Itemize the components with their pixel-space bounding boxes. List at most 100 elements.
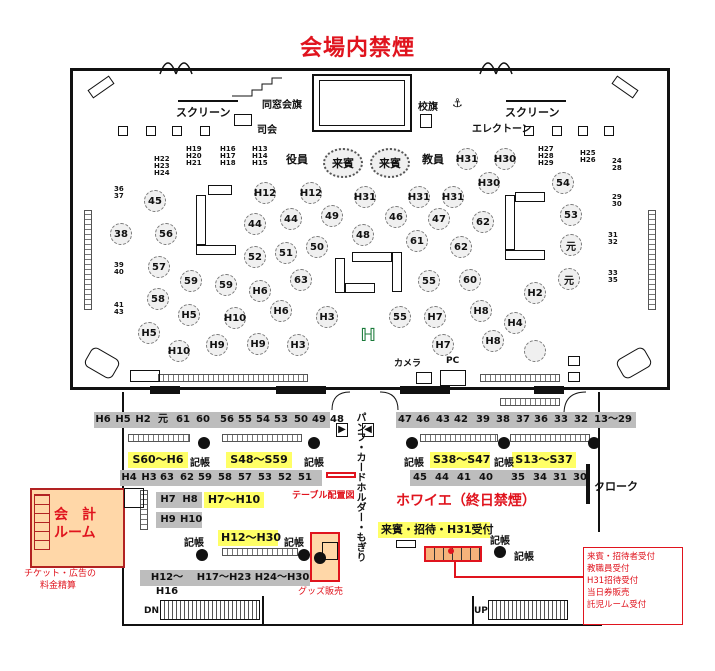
row2-number-bar-left: [120, 470, 322, 486]
kicho-marker: [198, 437, 210, 449]
kicho-label: 記帳: [284, 538, 304, 549]
page-title: 会場内禁煙: [299, 36, 415, 61]
reception-table: [510, 434, 590, 442]
camera-label: カメラ: [394, 359, 422, 369]
round-table: 47: [428, 208, 450, 230]
round-table: H4: [504, 312, 526, 334]
small-square: [524, 126, 534, 136]
group-label: H7～H10: [204, 492, 264, 508]
round-table: 48: [352, 224, 374, 246]
round-table: H8: [482, 330, 504, 352]
reception-counter[interactable]: [424, 546, 482, 562]
vip-table-guest2: 来賓: [370, 148, 410, 178]
round-table: H5: [178, 304, 200, 326]
number-cell: 36: [534, 414, 548, 425]
number-cell: 62: [180, 472, 194, 483]
legend-item: 来賓・招待者受付: [587, 552, 656, 562]
stairs-down: [160, 600, 260, 620]
teachers-label: 教員: [422, 153, 444, 166]
number-cell: H17～H23: [196, 572, 252, 583]
accounting-note-1: チケット・広告の: [24, 569, 97, 579]
round-table: H3: [316, 306, 338, 328]
foyer-title: ホワイエ（終日禁煙）: [396, 493, 536, 509]
kicho-label: 記帳: [494, 458, 514, 469]
round-table: 46: [385, 206, 407, 228]
round-table: H3: [287, 334, 309, 356]
number-cell: 44: [435, 472, 449, 483]
number-cell: H7: [160, 494, 176, 505]
round-table: 61: [406, 230, 428, 252]
group-label: 来賓・招待・H31受付: [378, 522, 494, 538]
table-layout-box: [326, 472, 356, 478]
round-table: 元: [560, 234, 582, 256]
pc-icon: [440, 370, 466, 386]
round-table: 57: [148, 256, 170, 278]
reception-table: [420, 434, 498, 442]
wall-table-right: [648, 210, 656, 310]
group-label: H12～H30: [218, 530, 281, 546]
long-table: [345, 283, 375, 293]
goods-marker: [314, 552, 326, 564]
number-cell: 34: [533, 472, 547, 483]
pillar: [276, 386, 326, 394]
round-table: H30: [494, 148, 516, 170]
stage-arcs: [159, 62, 513, 75]
kicho-label: 記帳: [404, 458, 424, 469]
kicho-marker: [298, 549, 310, 561]
number-cell: 59: [198, 472, 212, 483]
accounting-note-2: 料金精算: [40, 581, 77, 591]
dn-label: DN: [144, 606, 160, 616]
round-table: H31: [354, 186, 376, 208]
round-table: 45: [144, 190, 166, 212]
up-label: UP: [474, 606, 488, 616]
group-label: S48～S59: [226, 452, 292, 468]
long-table: [392, 252, 402, 292]
round-table: H10: [168, 340, 190, 362]
number-cell: 48: [330, 414, 344, 425]
long-table: [515, 192, 545, 202]
reception-table: [128, 434, 190, 442]
table-layout-label: テーブル配置図: [292, 491, 355, 501]
reception-table: [222, 434, 302, 442]
kicho-label: 記帳: [514, 552, 534, 563]
small-table: [130, 370, 160, 382]
entrance-doors: [331, 391, 399, 411]
wall-table-left: [84, 210, 92, 310]
mc-podium: [234, 114, 252, 126]
number-cell: 54: [256, 414, 270, 425]
number-cell: 38: [496, 414, 510, 425]
bottom-table-row-left: [158, 374, 308, 382]
long-table: [196, 245, 236, 255]
round-table: 62: [450, 236, 472, 258]
number-cell: H24～H30: [254, 572, 310, 583]
number-cell: H12～H16: [150, 572, 184, 597]
round-table: H31: [408, 186, 430, 208]
round-table: H5: [138, 322, 160, 344]
legend-box: 来賓・招待者受付 教職員受付 H31招待受付 当日券販売 託児ルーム受付: [583, 547, 683, 625]
number-cell: 51: [298, 472, 312, 483]
side-door: [563, 391, 587, 415]
kicho-marker: [406, 437, 418, 449]
round-table: 44: [280, 208, 302, 230]
number-cell: 50: [294, 414, 308, 425]
long-table: [505, 195, 515, 250]
number-cell: 35: [511, 472, 525, 483]
small-square: [200, 126, 210, 136]
kicho-label: 記帳: [184, 538, 204, 549]
kicho-marker: [498, 437, 510, 449]
number-cell: 32: [574, 414, 588, 425]
reception-marker: [448, 548, 454, 554]
room-door: [124, 488, 144, 508]
round-table: H8: [470, 300, 492, 322]
screen-right-label: スクリーン: [505, 106, 560, 119]
camera-icon: [416, 372, 432, 384]
number-cell: 40: [479, 472, 493, 483]
number-cell: 43: [436, 414, 450, 425]
goods-label: グッズ販売: [298, 587, 344, 597]
legend-item: 当日券販売: [587, 588, 630, 598]
